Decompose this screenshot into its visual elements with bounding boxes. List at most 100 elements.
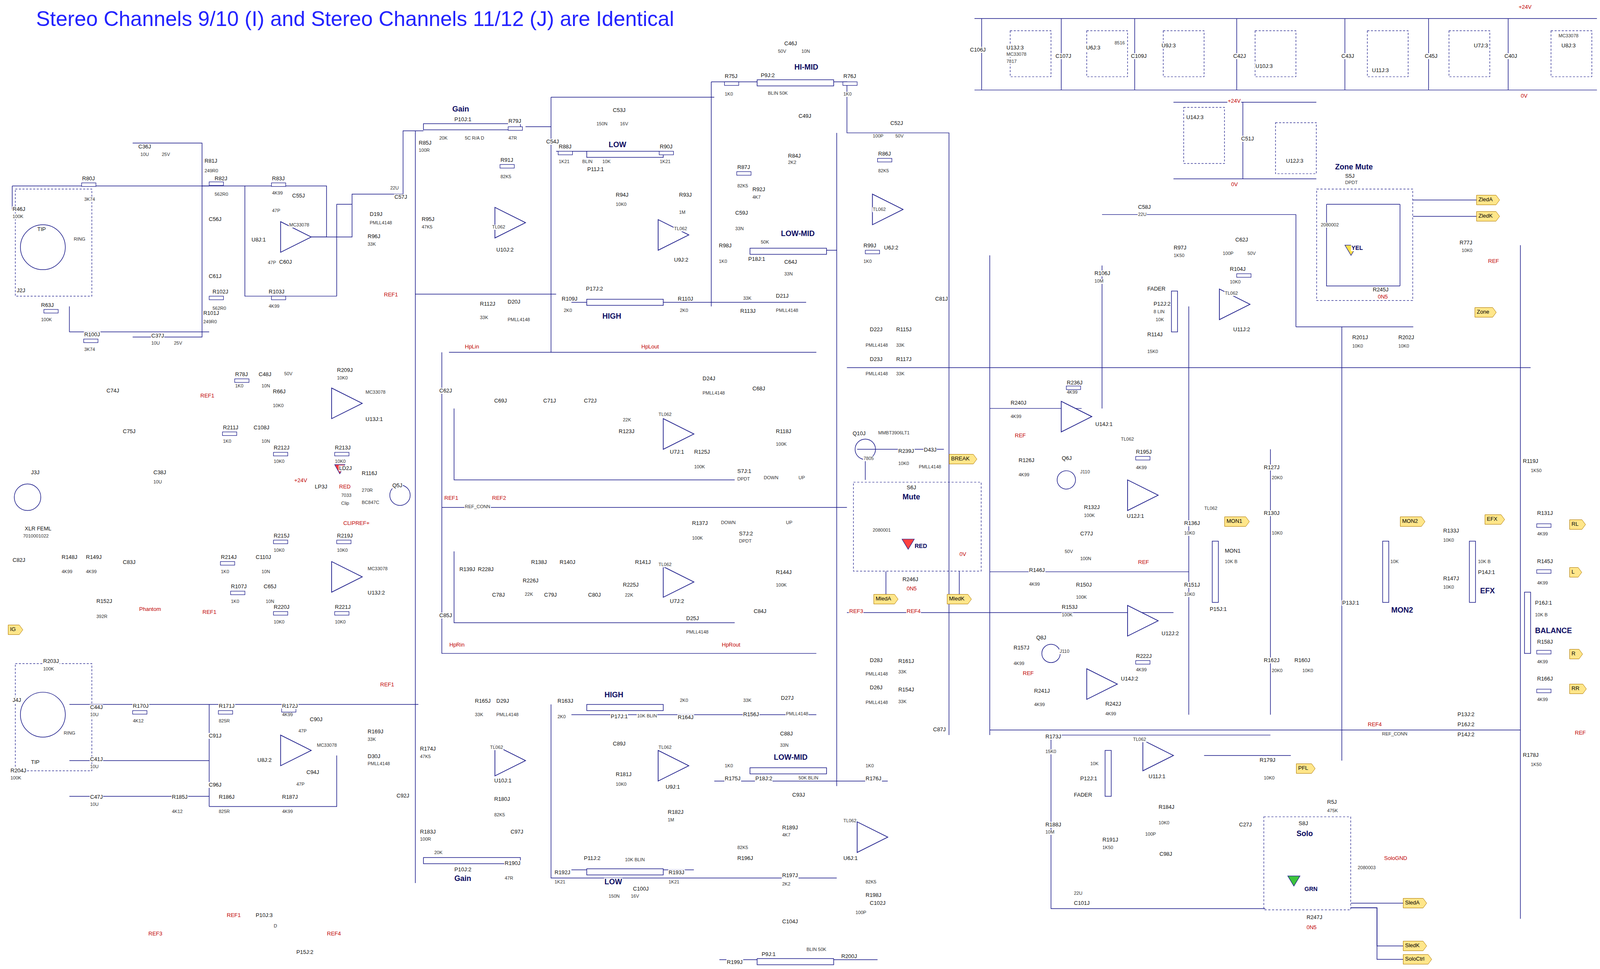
net-label: 0N5 <box>1306 924 1318 931</box>
part-label: R182J <box>667 809 685 815</box>
dashed-outline <box>1163 30 1204 77</box>
part-label: P10J:3 <box>255 912 273 918</box>
wire <box>1173 178 1317 179</box>
value-label: 1K21 <box>558 159 571 165</box>
resistor-symbol <box>273 539 288 544</box>
wire <box>1173 101 1317 103</box>
part-label: D28J <box>869 657 883 664</box>
value-label: UP <box>785 520 793 526</box>
wire <box>1050 734 1271 735</box>
part-label: R204J <box>10 767 27 774</box>
value-label: 4K99 <box>1010 414 1022 420</box>
part-label: R106J <box>1094 270 1111 277</box>
value-label: TL062 <box>673 226 688 232</box>
part-label: R79J <box>508 118 522 125</box>
flag-outline <box>1485 514 1505 525</box>
net-label: REF4 <box>906 608 921 615</box>
part-label: R172J <box>281 702 299 709</box>
part-label: R197J <box>781 872 799 879</box>
net-flag: EFX <box>1484 514 1505 525</box>
part-label: C48J <box>258 371 272 378</box>
part-label: R175J <box>724 775 742 782</box>
net-flag: MON2 <box>1400 516 1426 527</box>
part-label: C88J <box>779 730 794 737</box>
part-label: C83J <box>122 559 136 566</box>
value-label: 1K50 <box>1530 762 1543 768</box>
net-flag: PFL <box>1296 763 1316 774</box>
net-label: CLIPREF+ <box>342 520 371 527</box>
net-label: REF1 <box>443 495 459 501</box>
value-label: 100P <box>872 133 885 139</box>
wire <box>208 704 210 807</box>
value-label: TL062 <box>842 818 857 824</box>
value-label: 100P <box>855 910 867 916</box>
value-label: BLIN <box>581 159 593 165</box>
section-label: LOW <box>608 140 627 149</box>
part-label: R109J <box>561 295 579 302</box>
section-label: BALANCE <box>1534 626 1573 635</box>
part-label: LP3J <box>314 483 328 490</box>
wire <box>1296 326 1414 327</box>
value-label: 4K99 <box>1135 465 1148 471</box>
switch-box: Zone MuteS5JDPDTYEL <box>1316 163 1414 301</box>
net-flag: SledA <box>1402 897 1427 908</box>
value-label: 10K0 <box>334 458 347 465</box>
part-label: R154J <box>897 686 915 693</box>
part-label: D25J <box>685 615 700 622</box>
value-label: PMLL4148 <box>865 371 889 377</box>
part-label: XLR FEML <box>24 525 52 532</box>
part-label: R226J <box>522 577 540 584</box>
value-label: 2K2 <box>781 881 791 887</box>
part-label: C56J <box>208 216 222 223</box>
value-label: DOWN <box>720 520 737 526</box>
value-label: 10K BLIN <box>636 713 658 719</box>
part-label: C68J <box>752 385 766 392</box>
value-label: 22K <box>624 592 634 598</box>
value-label: 10K0 <box>1263 775 1276 781</box>
potentiometer-symbol <box>749 248 827 255</box>
flag-text: MledA <box>875 595 892 602</box>
wire <box>453 551 735 623</box>
value-label: 8 LIN <box>1153 309 1165 315</box>
part-label: P12J:2 <box>1153 300 1171 307</box>
resistor-symbol <box>1536 569 1551 574</box>
opamp-symbol <box>663 418 694 449</box>
device-outline <box>1041 643 1061 663</box>
part-label: R84J <box>787 152 802 159</box>
part-label: C101J <box>1073 899 1091 906</box>
part-label: U14J:2 <box>1120 675 1139 682</box>
net-label: 0N5 <box>1377 293 1389 300</box>
part-label: U10J:1 <box>493 777 512 784</box>
part-label: R63J <box>40 302 55 309</box>
part-label: C61J <box>208 273 222 280</box>
net-label: REF1 <box>379 681 395 688</box>
net-flag: MledK <box>946 593 972 605</box>
resistor-symbol <box>558 151 573 156</box>
flag-outline <box>1296 763 1316 774</box>
part-label: R110J <box>677 295 694 302</box>
part-label: C108J <box>253 424 270 431</box>
part-label: D23J <box>869 356 883 363</box>
value-label: 25V <box>173 340 183 346</box>
net-label: 0V <box>1520 93 1528 99</box>
opamp-symbol <box>1219 288 1250 320</box>
flag-outline <box>1569 519 1586 530</box>
flag-outline <box>1569 567 1582 578</box>
part-label: R98J <box>718 242 732 249</box>
part-label: S7J:1 <box>736 468 752 475</box>
part-label: P14J:1 <box>1477 569 1496 576</box>
resistor-symbol <box>218 710 233 715</box>
value-label: 10K0 <box>1461 248 1473 254</box>
resistor-symbol <box>334 611 349 616</box>
value-label: RING <box>73 236 86 242</box>
title-text: Stereo Channels 9/10 (I) and Stereo Chan… <box>35 7 675 31</box>
value-label: 33K <box>479 315 489 321</box>
part-label: C106J <box>969 46 987 53</box>
connector <box>1413 199 1477 201</box>
value-label: 100K <box>1083 513 1096 519</box>
net-flag: BREAK <box>949 453 978 465</box>
wire <box>415 293 557 295</box>
value-label: 10K <box>1389 559 1400 565</box>
value-label: 10K <box>601 159 612 165</box>
